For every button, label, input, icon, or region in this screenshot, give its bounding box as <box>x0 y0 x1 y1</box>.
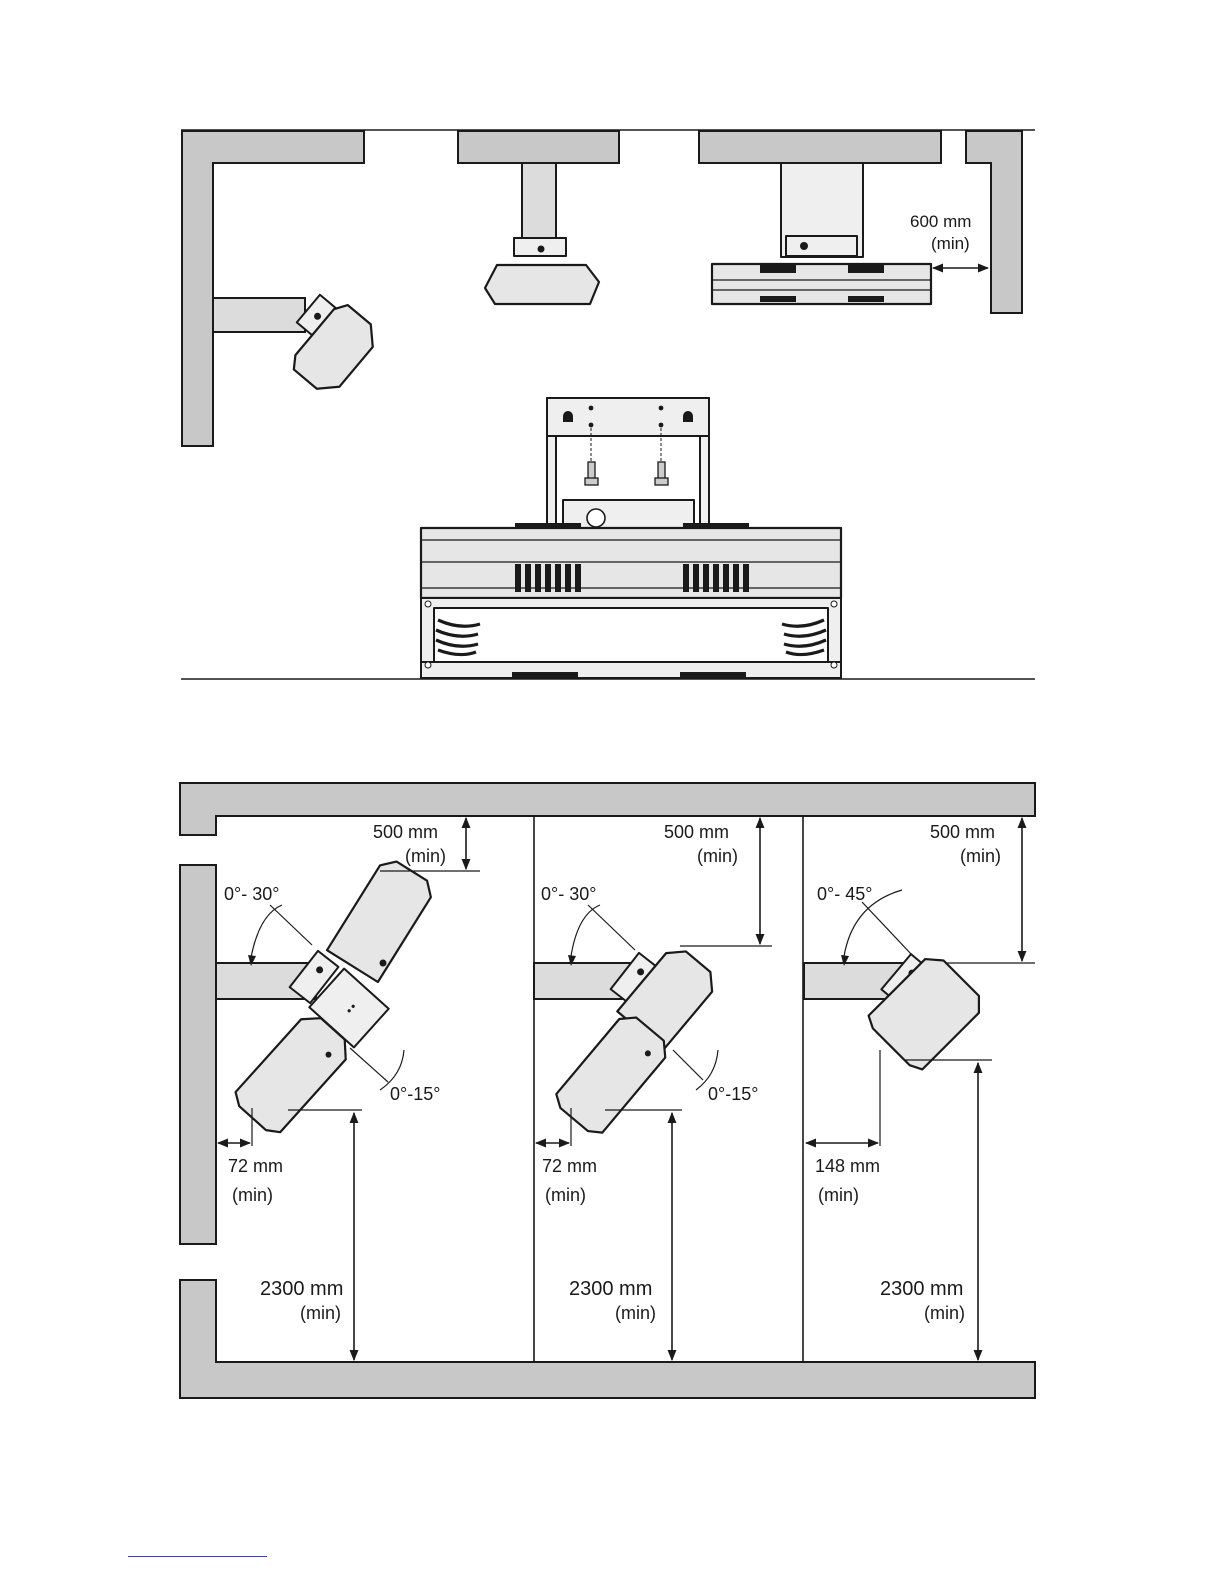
top-front-view-heater <box>712 163 931 304</box>
tilt-arc <box>250 905 282 963</box>
wall-clearance-note: (min) <box>545 1185 586 1205</box>
top-ceiling-mounted-heater <box>485 163 599 304</box>
ceiling-clearance-note: (min) <box>697 846 738 866</box>
top-ceiling-segment-right <box>699 131 941 163</box>
footer-link-underline[interactable] <box>128 1556 267 1557</box>
top-wall-mounted-heater <box>213 287 383 399</box>
heater-body <box>712 264 931 304</box>
top-clearance-value: 600 mm <box>910 212 971 231</box>
pivot-angle-label: 0°-15° <box>390 1084 440 1104</box>
floor-clearance-value: 2300 mm <box>880 1278 963 1300</box>
top-wall-left <box>182 131 364 446</box>
floor-clearance-note: (min) <box>924 1303 965 1323</box>
wall-clearance-note: (min) <box>232 1185 273 1205</box>
tilt-angle-label: 0°- 30° <box>541 884 596 904</box>
bottom-ceiling <box>180 783 1035 835</box>
heater-body <box>485 265 599 304</box>
ceiling-clearance-value: 500 mm <box>373 822 438 842</box>
top-detail-heater <box>421 398 841 678</box>
wall-arm <box>213 298 305 332</box>
screw-right <box>655 462 668 485</box>
floor-clearance-note: (min) <box>615 1303 656 1323</box>
wall-clearance-value: 72 mm <box>228 1156 283 1176</box>
ceiling-drop-rod <box>522 163 556 239</box>
bracket-knob <box>538 246 545 253</box>
scenario-left: 0°- 30° 0°-15° 500 mm (min) 72 mm (min) … <box>216 818 480 1360</box>
screw-left <box>585 462 598 485</box>
wall-clearance-value: 72 mm <box>542 1156 597 1176</box>
detail-bottom-rail <box>421 662 841 678</box>
top-clearance-note: (min) <box>931 234 970 253</box>
heater-bracket <box>786 236 857 256</box>
ceiling-clearance-note: (min) <box>405 846 446 866</box>
wall-clearance-value: 148 mm <box>815 1156 880 1176</box>
floor-clearance-value: 2300 mm <box>569 1278 652 1300</box>
scenario-middle: 0°- 30° 0°-15° 500 mm (min) 72 mm (min) … <box>534 818 772 1360</box>
top-ceiling-segment-mid <box>458 131 619 163</box>
bottom-panel: 0°- 30° 0°-15° 500 mm (min) 72 mm (min) … <box>180 783 1035 1398</box>
top-panel: 600 mm (min) <box>181 130 1035 679</box>
top-wall-right <box>966 131 1022 313</box>
tilt-angle-label: 0°- 45° <box>817 884 872 904</box>
ceiling-clearance-value: 500 mm <box>664 822 729 842</box>
keyhole-left <box>563 411 573 422</box>
detail-reflector-left-fins <box>436 620 480 655</box>
detail-reflector <box>421 598 841 668</box>
floor-clearance-value: 2300 mm <box>260 1278 343 1300</box>
tilt-angle-label: 0°- 30° <box>224 884 279 904</box>
bracket-knob <box>800 242 808 250</box>
scenario-right: 0°- 45° 500 mm (min) 148 mm (min) 2300 m… <box>804 818 1035 1360</box>
detail-top-bracket <box>563 500 694 530</box>
tilt-arc <box>570 905 600 963</box>
bottom-wall-panel <box>180 865 216 1244</box>
pivot-angle-label: 0°-15° <box>708 1084 758 1104</box>
floor-clearance-note: (min) <box>300 1303 341 1323</box>
detail-reflector-right-fins <box>782 620 826 655</box>
keyhole-right <box>683 411 693 422</box>
ceiling-clearance-note: (min) <box>960 846 1001 866</box>
ceiling-clearance-value: 500 mm <box>930 822 995 842</box>
wall-clearance-note: (min) <box>818 1185 859 1205</box>
detail-knob <box>587 509 605 527</box>
